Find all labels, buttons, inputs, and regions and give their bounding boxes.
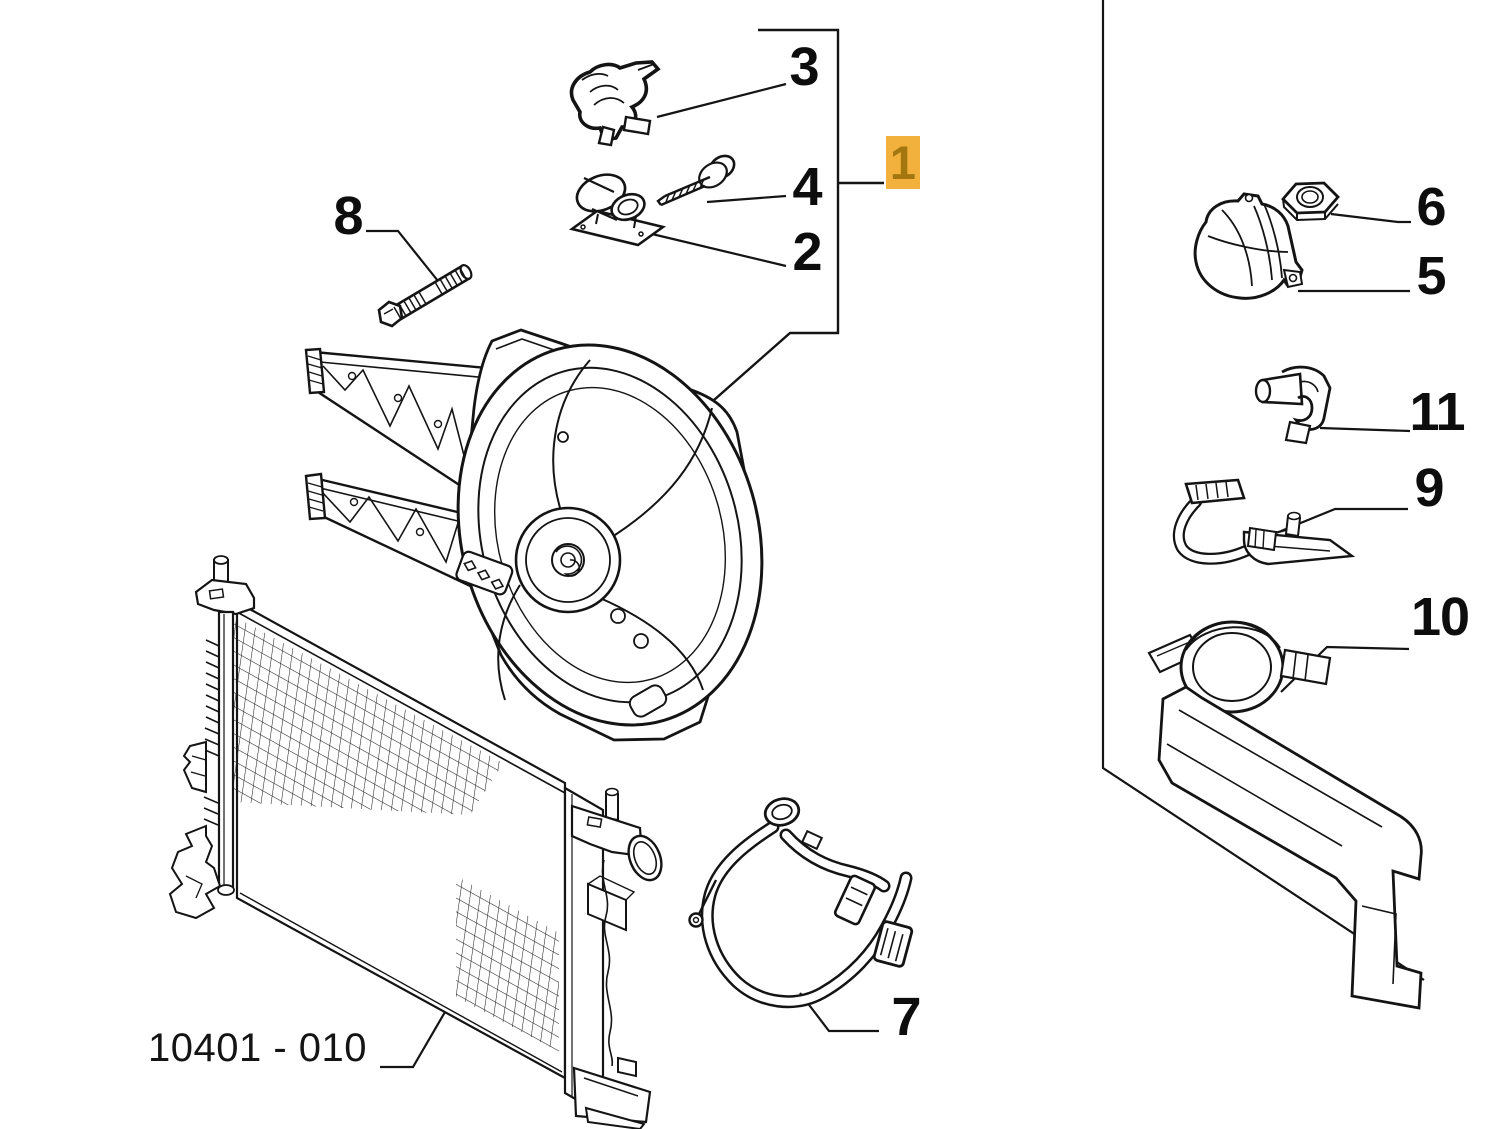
leader-2	[651, 232, 787, 268]
part-6-nut-drawing	[1281, 181, 1340, 222]
leader-part-code	[380, 1011, 446, 1069]
part-11-clip-drawing	[1254, 365, 1332, 445]
radiator-drawing	[168, 555, 663, 1129]
leader-11	[1319, 426, 1411, 433]
callout-6[interactable]: 6	[1416, 177, 1446, 237]
leader-6	[1330, 212, 1411, 224]
part-9-cable-guide-drawing	[1172, 478, 1356, 566]
leader-7	[799, 992, 879, 1033]
callout-1-selected[interactable]: 1	[886, 136, 920, 189]
part-4-screw-drawing	[656, 154, 736, 207]
leader-8	[366, 229, 439, 282]
callout-8[interactable]: 8	[333, 186, 363, 246]
part-8-stud-drawing	[377, 264, 473, 328]
callout-2[interactable]: 2	[792, 222, 822, 282]
callout-4[interactable]: 4	[792, 157, 822, 217]
radiator-fin-hatch	[234, 616, 559, 1052]
part-2-mount-drawing	[568, 173, 667, 247]
callout-5[interactable]: 5	[1416, 246, 1446, 306]
callout-7[interactable]: 7	[891, 987, 921, 1047]
part-7-harness-drawing	[688, 797, 914, 1009]
part-5-cover-drawing	[1193, 192, 1304, 300]
leader-3	[656, 82, 787, 119]
callout-group-bracket	[679, 28, 884, 431]
callout-10[interactable]: 10	[1410, 587, 1470, 647]
fan-shroud-assembly-drawing	[304, 328, 764, 742]
callout-11[interactable]: 11	[1409, 382, 1465, 442]
leader-4	[706, 194, 787, 204]
callout-9[interactable]: 9	[1414, 458, 1444, 518]
part-10-bracket-drawing	[1147, 620, 1423, 1010]
part-3-clip-drawing	[569, 60, 661, 147]
figure-part-code: 10401 - 010	[148, 1026, 368, 1070]
panel-divider-line	[1101, 0, 1425, 981]
callout-3[interactable]: 3	[789, 37, 819, 97]
